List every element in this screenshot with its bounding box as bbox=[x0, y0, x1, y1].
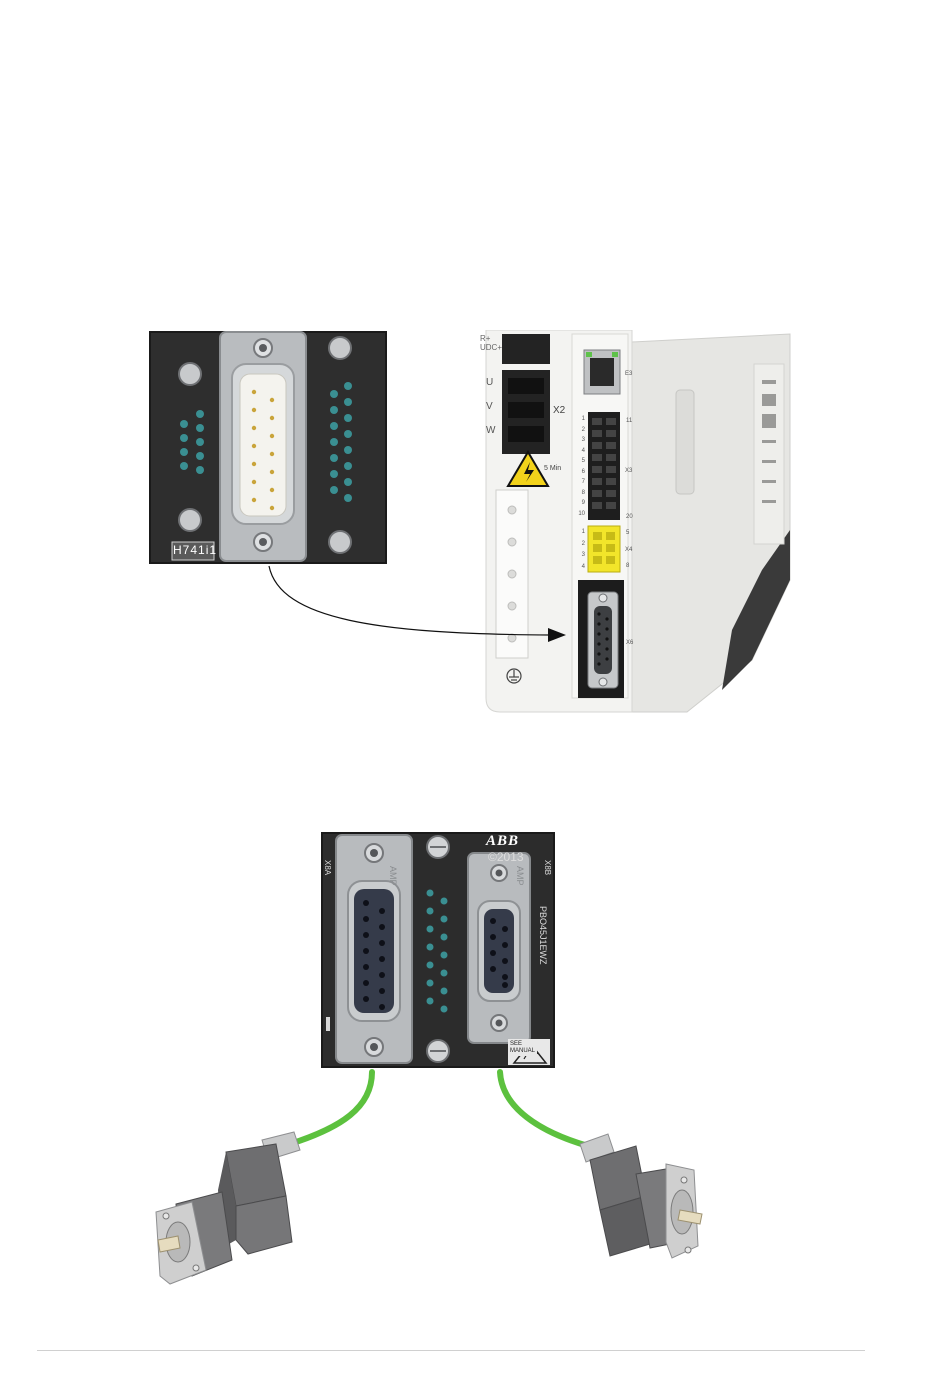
label-u: U bbox=[486, 377, 493, 388]
connector-mark-a: AMP bbox=[388, 866, 398, 886]
label-5-min: 5 Min bbox=[544, 465, 561, 472]
servo-drive bbox=[472, 330, 802, 722]
motor-left bbox=[152, 1130, 322, 1290]
label-e3: E3 bbox=[625, 371, 632, 377]
adapter-board-top bbox=[148, 330, 388, 565]
label-r-plus: R+ bbox=[480, 334, 502, 343]
connection-arrow bbox=[260, 560, 580, 650]
x3-pin-11: 11 bbox=[626, 418, 632, 424]
x3-pin-20: 20 bbox=[626, 514, 633, 520]
abb-logo: ABB bbox=[486, 833, 519, 850]
x4-pin-8: 8 bbox=[626, 563, 629, 569]
label-x6: X6 bbox=[626, 640, 633, 646]
connector-mark-b: AMP bbox=[515, 866, 525, 886]
copyright-year: ©2013 bbox=[488, 850, 524, 864]
label-w: W bbox=[486, 425, 495, 436]
board-code: PBO45J1EWZ bbox=[538, 906, 548, 965]
motor-right bbox=[576, 1130, 706, 1290]
x4-pin-5: 5 bbox=[626, 530, 629, 536]
connector-label-x8a: X8A bbox=[323, 860, 332, 875]
connector-label-x8b: X8B bbox=[543, 860, 552, 875]
label-v: V bbox=[486, 401, 493, 412]
label-x4: X4 bbox=[625, 547, 632, 553]
adapter-label: H741i1 bbox=[173, 543, 213, 559]
label-udc-plus: UDC+ bbox=[480, 343, 502, 352]
label-x3: X3 bbox=[625, 468, 632, 474]
see-manual-notice: SEE MANUAL bbox=[508, 1040, 537, 1056]
label-x2: X2 bbox=[553, 405, 565, 416]
page-footer-divider bbox=[37, 1350, 865, 1351]
